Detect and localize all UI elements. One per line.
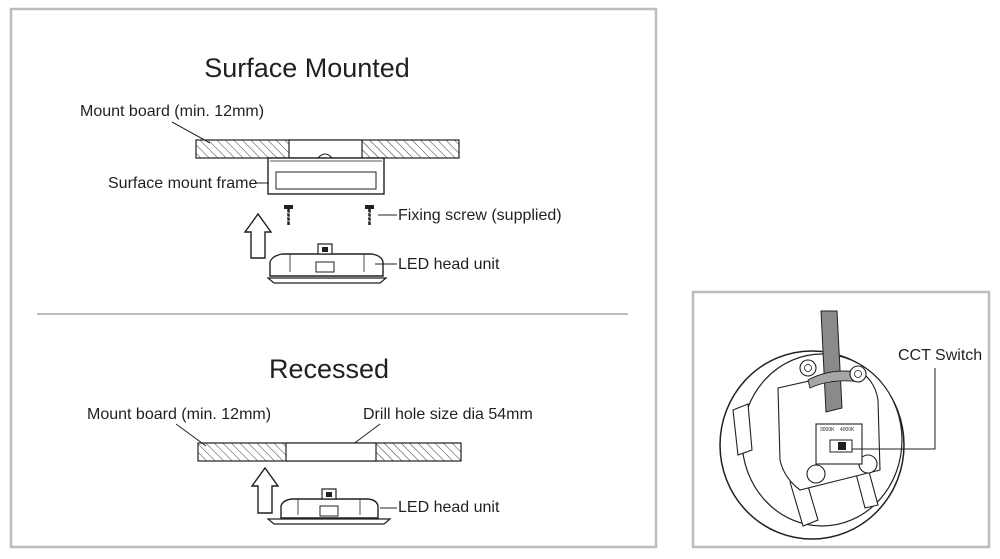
cct-switch-leader [852,368,936,450]
surface-mount-board-label: Mount board (min. 12mm) [80,103,264,120]
recessed-drill-label: Drill hole size dia 54mm [363,406,533,423]
cct-switch-left-setting: 3000K [820,427,835,433]
fixing-screw-right [365,205,374,225]
detail-panel-border [691,290,991,549]
recessed-up-arrow [250,466,280,514]
recessed-mount-board-leader [175,423,207,447]
surface-title: Surface Mounted [204,53,410,83]
recessed-led-head-unit [266,488,392,525]
fixing-screw-left [284,205,293,225]
surface-up-arrow [243,212,273,259]
surface-mount-frame [267,157,385,195]
recessed-title: Recessed [269,354,389,384]
surface-led-head-unit [266,243,388,284]
surface-frame-label: Surface mount frame [108,175,258,192]
cct-detail-fitting [719,310,905,540]
recessed-led-label: LED head unit [398,499,500,516]
recessed-mount-board-label: Mount board (min. 12mm) [87,406,271,423]
cct-switch-label: CCT Switch [898,347,982,364]
recessed-mount-board [197,442,462,462]
surface-screw-label: Fixing screw (supplied) [398,207,562,224]
cct-switch-right-setting: 4000K [840,427,855,433]
main-panel-border [9,7,658,549]
surface-led-label: LED head unit [398,256,500,273]
